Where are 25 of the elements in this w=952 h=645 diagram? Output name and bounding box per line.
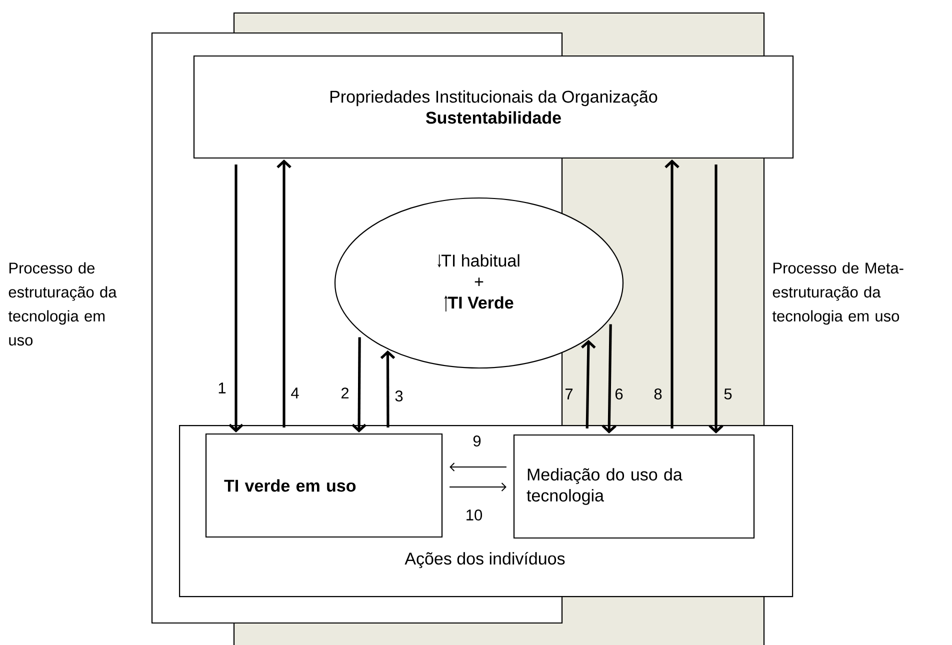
edge-label: 7 [566, 388, 573, 400]
edge-label: 8 [654, 388, 662, 400]
arrow [352, 337, 366, 432]
arrow [276, 160, 292, 428]
edge-label: 5 [724, 388, 732, 400]
arrow [581, 340, 596, 428]
title-box: Propriedades Institucionais da Organização Sustentabilidade [193, 55, 794, 159]
arrow [664, 160, 680, 428]
arrow [708, 164, 724, 434]
edge-label: 3 [395, 390, 403, 402]
side-caption: Processo de Meta-estruturação da tecnologia em uso [772, 262, 904, 325]
edge-label: 10 [466, 510, 482, 520]
arrow [449, 482, 506, 492]
arrow [602, 324, 616, 434]
edge-label: 6 [615, 388, 623, 400]
arrow [228, 164, 244, 432]
process-box: TI verde em uso [205, 433, 443, 538]
process-box: Mediação do uso da tecnologia [513, 434, 755, 539]
side-caption: Processo de estruturação da tecnologia em uso [8, 262, 117, 346]
edge-label: 9 [473, 436, 481, 446]
edge-label: 1 [218, 382, 226, 394]
arrow [380, 350, 396, 428]
edge-label: 4 [291, 388, 299, 398]
arrow [450, 462, 507, 472]
edge-label: 2 [341, 388, 349, 398]
